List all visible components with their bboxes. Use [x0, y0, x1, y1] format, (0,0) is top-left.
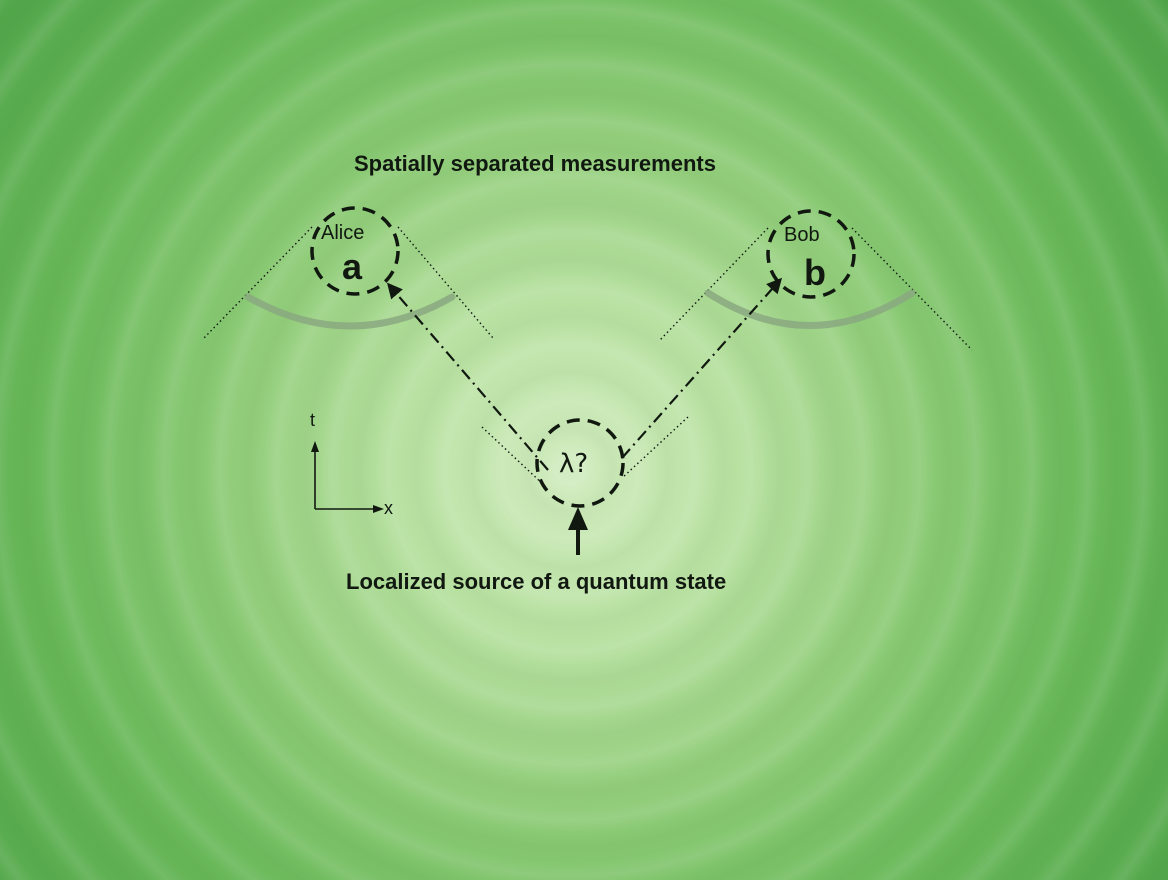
alice-light-cone	[203, 226, 494, 339]
bob-name-label: Bob	[784, 224, 820, 246]
bob-light-cone	[659, 227, 973, 351]
source-pointer-arrow	[568, 507, 588, 555]
spacetime-axes-icon	[311, 441, 384, 513]
source-circle	[535, 418, 625, 508]
source-light-cone	[481, 416, 689, 488]
bob-measurement-circle	[766, 209, 856, 299]
alice-name-label: Alice	[321, 222, 365, 244]
alice-measurement-circle	[310, 206, 400, 296]
source-lambda-label: λ?	[559, 449, 589, 479]
bob-symbol-label: b	[804, 252, 826, 293]
axis-x-label: x	[384, 498, 393, 518]
path-to-alice-arrow	[386, 282, 549, 471]
bottom-heading: Localized source of a quantum state	[346, 569, 727, 594]
path-to-bob-arrow	[621, 277, 783, 459]
top-heading: Spatially separated measurements	[354, 151, 716, 176]
alice-symbol-label: a	[342, 246, 363, 287]
axis-t-label: t	[310, 410, 316, 430]
